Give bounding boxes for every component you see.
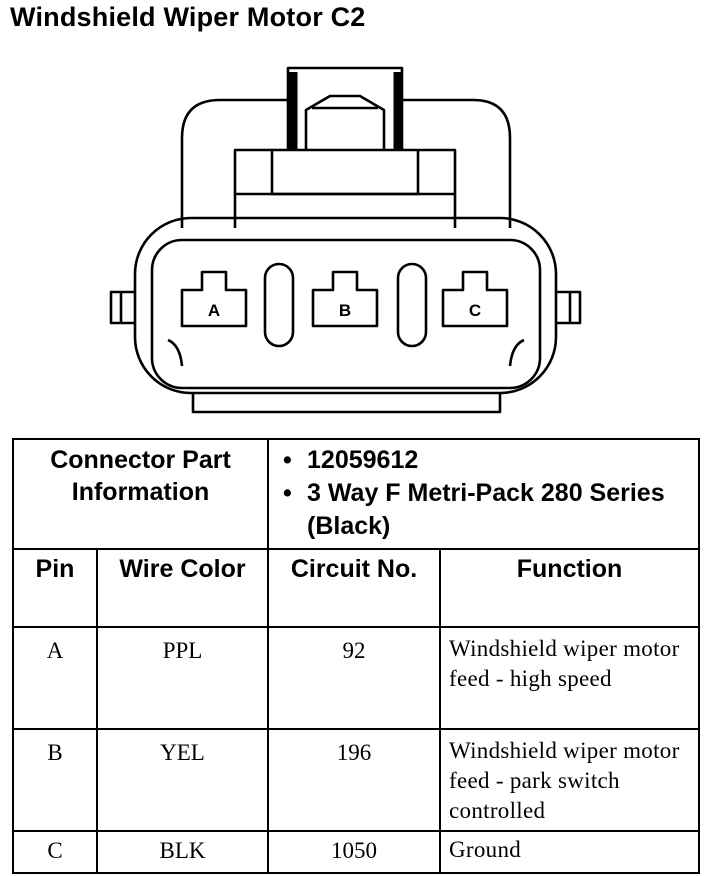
circuit-cell: 196 [267,728,442,832]
cavity-b-outline [311,270,379,328]
wire-color-cell: YEL [95,728,270,832]
list-item: •12059612 [283,446,419,474]
divider-slot [396,262,428,348]
cavity-a-outline [180,270,248,328]
function-cell: Windshield wiper motor feed - high speed [439,626,701,730]
cavity-c-outline [441,270,509,328]
table-header-row: Pin Wire Color Circuit No. Function [12,548,701,628]
header-pin: Pin [12,548,98,628]
connector-body [109,216,582,414]
connector-table: Connector Part Information •12059612 •3 … [11,438,701,874]
connector-diagram: A B C [109,66,582,414]
connector-shoulder [180,98,512,228]
list-item: •3 Way F Metri-Pack 280 Series (Black) [283,479,665,540]
pin-cell: C [12,830,98,874]
wire-color-cell: PPL [95,626,270,730]
cavity-a-label: A [208,301,220,320]
part-info-list: •12059612 •3 Way F Metri-Pack 280 Series… [267,438,701,550]
function-cell: Ground [439,830,701,874]
pin-cell: A [12,626,98,730]
header-function: Function [439,548,701,628]
wire-color-cell: BLK [95,830,270,874]
table-row: B YEL 196 Windshield wiper motor feed - … [12,728,701,832]
header-circuit-no: Circuit No. [267,548,442,628]
part-info-row: Connector Part Information •12059612 •3 … [11,438,701,550]
table-row: C BLK 1050 Ground [12,830,701,874]
page-title: Windshield Wiper Motor C2 [10,2,366,32]
table-row: A PPL 92 Windshield wiper motor feed - h… [12,626,701,730]
circuit-cell: 1050 [267,830,442,874]
part-info-label: Connector Part Information [11,438,270,550]
cavity-c-label: C [469,301,481,320]
connector-latch [286,66,404,150]
header-wire-color: Wire Color [95,548,270,628]
circuit-cell: 92 [267,626,442,730]
divider-slot [263,262,295,348]
function-cell: Windshield wiper motor feed - park switc… [439,728,701,832]
pin-cell: B [12,728,98,832]
cavity-b-label: B [339,301,351,320]
